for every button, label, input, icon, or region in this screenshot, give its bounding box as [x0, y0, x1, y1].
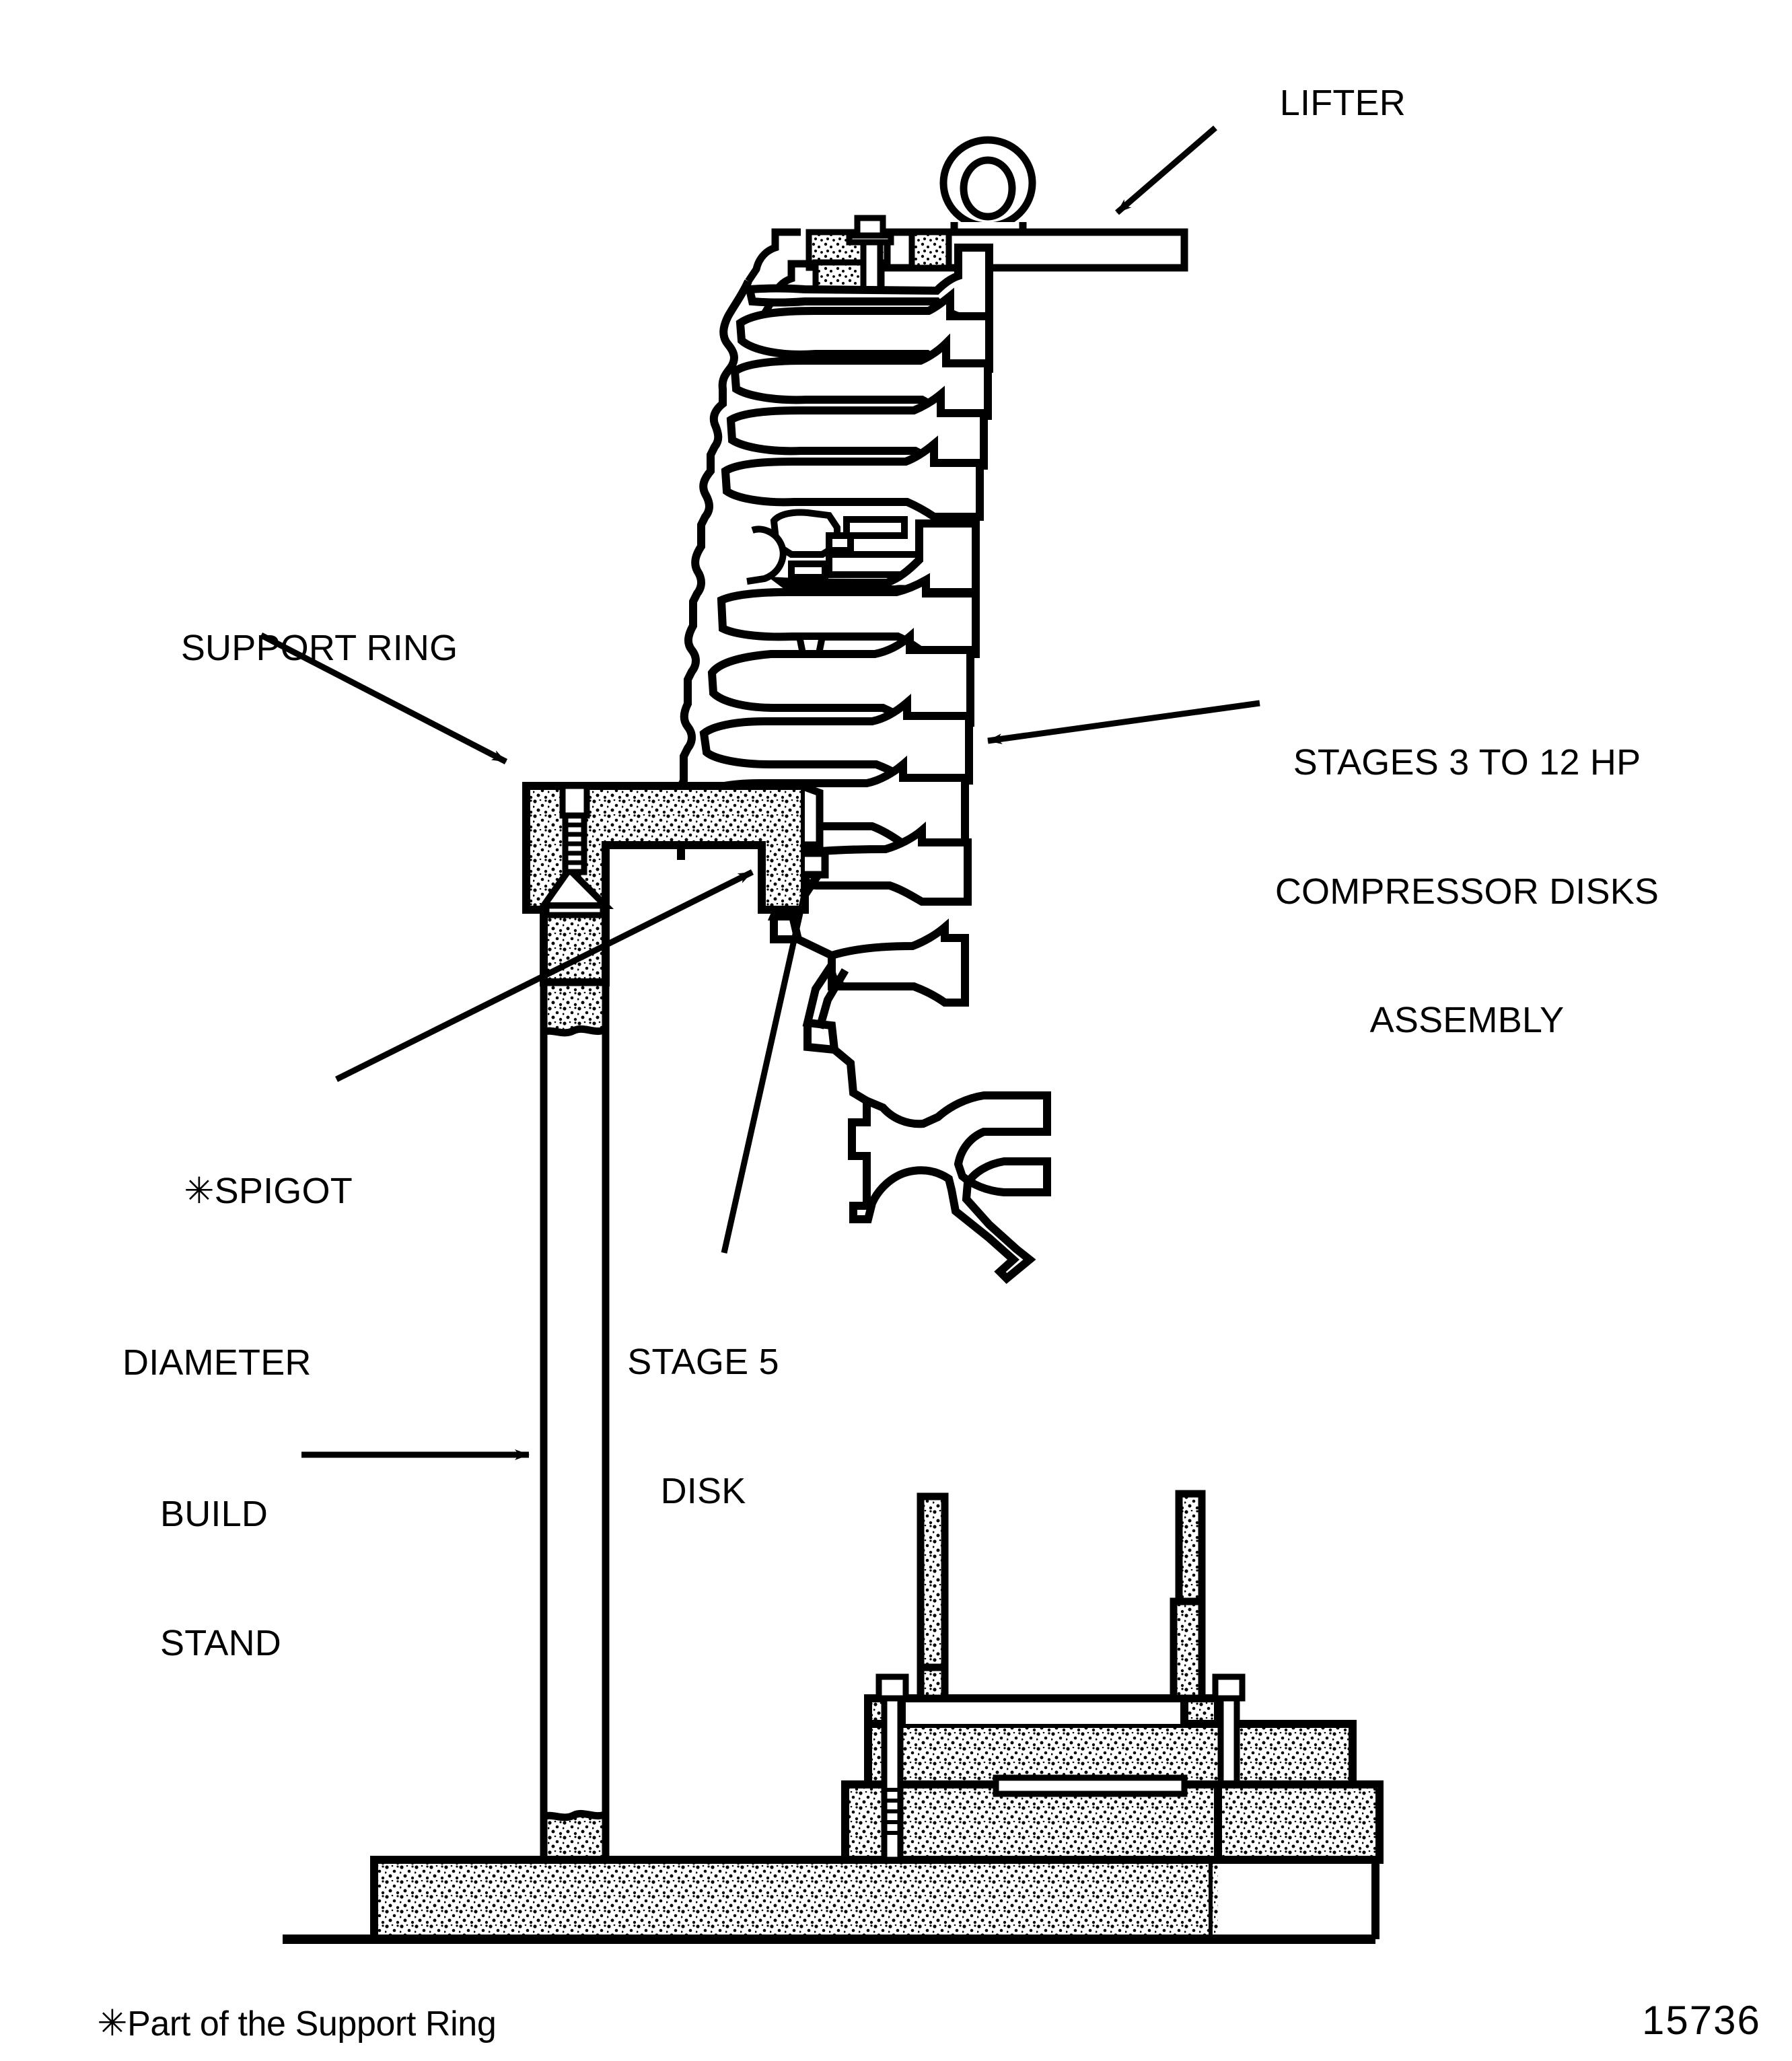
callout-stages-line-0: STAGES 3 TO 12 HP — [1293, 742, 1641, 783]
callout-spigot-line-0: SPIGOT — [214, 1171, 353, 1212]
footnote-star-icon: ✳ — [97, 2003, 128, 2044]
leader-lifter — [1115, 125, 1217, 215]
leader-stage-5-disk — [721, 879, 811, 1254]
callout-stages-line-2: ASSEMBLY — [1369, 999, 1565, 1040]
callout-build-stand-line-0: BUILD — [160, 1494, 268, 1535]
callout-stages-line-1: COMPRESSOR DISKS — [1275, 871, 1659, 912]
hp-compressor-disk-stack — [676, 244, 1051, 1285]
leader-support-ring — [259, 632, 508, 764]
leader-spigot-diameter — [334, 869, 754, 1083]
callout-stage-5-disk: STAGE 5 DISK — [552, 1256, 855, 1599]
callout-stages-3-to-12-hp-compressor-disks-assembly: STAGES 3 TO 12 HP COMPRESSOR DISKS ASSEM… — [1252, 656, 1682, 1128]
callout-support-ring-line-0: SUPPORT RING — [180, 627, 458, 668]
fixture-assembly — [841, 1490, 1384, 1864]
leader-stages — [987, 700, 1260, 745]
footnote-part-of-support-ring: ✳Part of the Support Ring — [59, 1963, 497, 2061]
callout-stage-5-line-1: DISK — [660, 1470, 746, 1511]
spigot-footnote-star-icon: ✳ — [184, 1171, 215, 1212]
callout-support-ring: SUPPORT RING — [140, 584, 571, 713]
callout-lifter-line-0: LIFTER — [1279, 82, 1406, 123]
callout-spigot-line-1: DIAMETER — [122, 1342, 312, 1383]
callout-build-stand: BUILD STAND — [160, 1408, 470, 1751]
figure-number: 15736 — [1642, 1998, 1761, 2043]
callout-build-stand-line-1: STAND — [160, 1622, 282, 1663]
footnote-text: Part of the Support Ring — [127, 2004, 497, 2044]
lifting-eye-ring — [939, 136, 1036, 252]
build-stand-base-plate — [370, 1856, 1218, 1943]
support-ring — [522, 782, 829, 986]
ground-line — [283, 1856, 1379, 1944]
leader-lines — [259, 125, 1260, 1460]
callout-stage-5-line-0: STAGE 5 — [627, 1342, 779, 1383]
callout-lifter: LIFTER — [1198, 39, 1447, 168]
callout-spigot-diameter: ✳SPIGOT DIAMETER — [122, 1042, 540, 1470]
